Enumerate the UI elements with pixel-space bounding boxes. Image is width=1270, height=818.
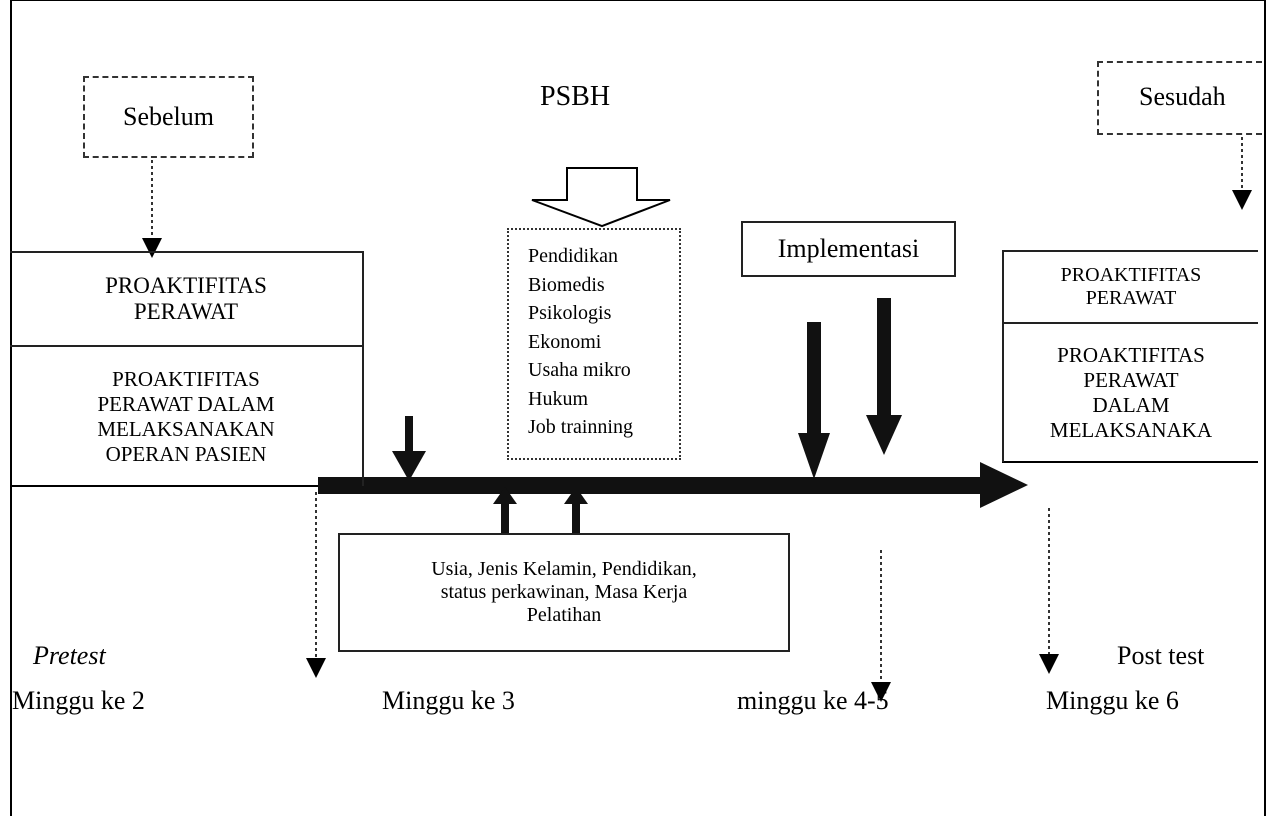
psbh-item-ekonomi: Ekonomi [528,330,602,353]
confounders-box: Usia, Jenis Kelamin, Pendidikan, status … [338,533,790,652]
psbh-item-hukum: Hukum [528,387,588,410]
psbh-hollow-arrow [531,167,671,228]
confounders-line-2: status perkawinan, Masa Kerja [440,581,688,603]
timeline-shaft [318,477,990,494]
right-title-line-1: PROAKTIFITAS [1060,264,1202,286]
confounder-up-arrow-1-head [493,487,517,504]
confounders-line-3: Pelatihan [526,604,602,626]
week3-down-arrow-head [392,451,426,481]
impl-arrow-1-head [798,433,830,479]
left-sub-line-1: PROAKTIFITAS [112,366,260,391]
week-3-label: Minggu ke 3 [382,686,515,715]
confounder-up-arrow-2-shaft [572,503,580,533]
confounder-up-arrow-1-shaft [501,503,509,533]
right-sub-line-3: DALAM [1092,393,1170,417]
left-sub-line-4: OPERAN PASIEN [105,441,267,466]
confounder-up-arrow-2-head [564,487,588,504]
psbh-item-pendidikan: Pendidikan [528,245,618,267]
diagram-frame [10,0,1266,816]
psbh-item-psikologis: Psikologis [528,302,612,324]
week3-down-arrow-shaft [405,416,413,456]
psbh-item-job-trainning: Job trainning [528,416,633,438]
psbh-item-usaha-mikro: Usaha mikro [528,359,631,381]
impl-arrow-1-shaft [807,322,821,438]
week-6-label: Minggu ke 6 [1046,686,1179,715]
psbh-label: PSBH [540,81,611,112]
confounders-line-1: Usia, Jenis Kelamin, Pendidikan, [431,558,697,580]
impl-arrow-2-shaft [877,298,891,420]
right-title-line-2: PERAWAT [1085,287,1177,309]
right-sub-line-1: PROAKTIFITAS [1057,343,1205,367]
week-2-label: Minggu ke 2 [12,686,145,715]
sesudah-label: Sesudah [1139,82,1226,111]
sebelum-box: Sebelum [83,76,254,158]
psbh-item-biomedis: Biomedis [528,273,605,296]
left-proaktifitas-title-box: PROAKTIFITAS PERAWAT [10,251,364,347]
left-sub-line-2: PERAWAT DALAM [97,391,275,416]
right-proaktifitas-title-box: PROAKTIFITAS PERAWAT [1002,250,1258,324]
left-title-line-1: PROAKTIFITAS [105,273,267,298]
impl-arrow-2-head [866,415,902,455]
sesudah-box: Sesudah [1097,61,1262,135]
right-sub-line-4: MELAKSANAKA [1049,418,1213,442]
right-proaktifitas-detail-box: PROAKTIFITAS PERAWAT DALAM MELAKSANAKA [1002,322,1258,462]
timeline-head [980,462,1028,508]
psbh-items-box: Pendidikan Biomedis Psikologis Ekonomi U… [507,228,681,460]
pretest-label: Pretest [33,641,106,670]
left-proaktifitas-detail-box: PROAKTIFITAS PERAWAT DALAM MELAKSANAKAN … [10,345,364,486]
left-sub-line-3: MELAKSANAKAN [97,416,275,441]
posttest-label: Post test [1117,641,1205,670]
left-title-line-2: PERAWAT [133,299,239,324]
week-4-5-label: minggu ke 4-5 [737,686,889,715]
implementasi-box: Implementasi [741,221,956,277]
implementasi-label: Implementasi [777,234,920,263]
right-sub-line-2: PERAWAT [1083,368,1179,392]
sebelum-label: Sebelum [123,102,214,131]
